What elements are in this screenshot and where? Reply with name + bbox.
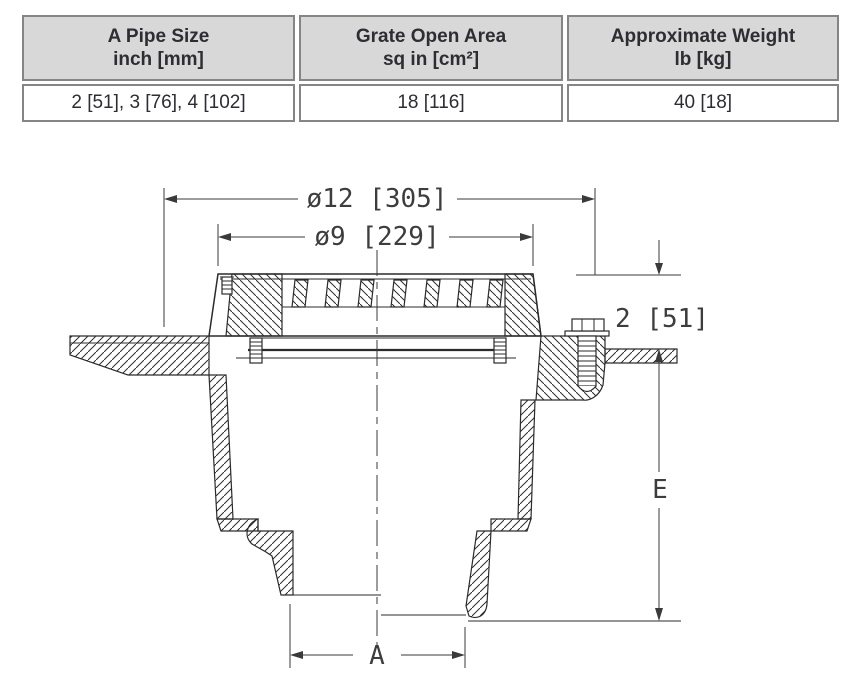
- header-line2: inch [mm]: [113, 49, 204, 70]
- header-line2: lb [kg]: [674, 49, 732, 70]
- spec-value-pipe-size: 2 [51], 3 [76], 4 [102]: [22, 84, 295, 122]
- drain-cross-section-svg: ø12 [305] ø9 [229]: [69, 184, 709, 671]
- dimension-grate-diameter: ø9 [229]: [217, 222, 534, 266]
- spec-header-grate-open-area: Grate Open Area sq in [cm²]: [299, 15, 563, 81]
- dim-label-d9: ø9 [229]: [314, 222, 439, 252]
- header-line1: Approximate Weight: [610, 26, 796, 47]
- grate-screw: [220, 276, 234, 295]
- header-line1: A Pipe Size: [107, 26, 210, 47]
- clamp-bolt-left: [249, 337, 263, 364]
- dim-label-2-51: 2 [51]: [615, 304, 709, 334]
- outlet-spigot: [246, 518, 681, 622]
- membrane-flange-left: [69, 335, 210, 376]
- technical-drawing: ø12 [305] ø9 [229]: [0, 130, 867, 700]
- header-line2: sq in [cm²]: [382, 49, 480, 70]
- spec-table: A Pipe Size inch [mm] Grate Open Area sq…: [22, 15, 843, 122]
- header-line1: Grate Open Area: [355, 26, 507, 47]
- flange-bolt: [564, 318, 610, 393]
- spec-header-pipe-size: A Pipe Size inch [mm]: [22, 15, 295, 81]
- body-bowl: [208, 374, 536, 532]
- clamp-collar: [236, 337, 516, 364]
- dimension-outlet: A: [289, 604, 466, 671]
- dim-label-a: A: [369, 641, 385, 671]
- dimension-outer-diameter: ø12 [305]: [163, 184, 596, 327]
- spec-header-approx-weight: Approximate Weight lb [kg]: [567, 15, 839, 81]
- dim-label-e: E: [652, 475, 668, 505]
- dim-label-d12: ø12 [305]: [307, 184, 448, 214]
- grate-section: [208, 273, 542, 337]
- dimension-grate-height: 2 [51]: [576, 240, 709, 362]
- spec-value-approx-weight: 40 [18]: [567, 84, 839, 122]
- dimension-body-height: E: [652, 362, 668, 621]
- spec-value-grate-open-area: 18 [116]: [299, 84, 563, 122]
- clamp-bolt-right: [493, 337, 507, 364]
